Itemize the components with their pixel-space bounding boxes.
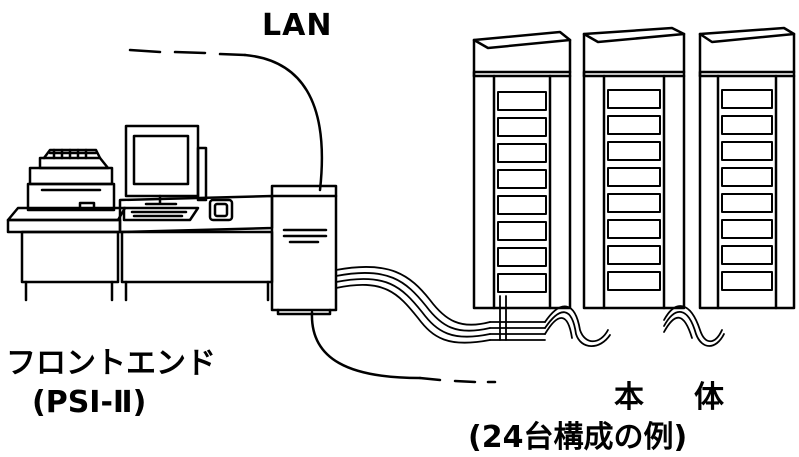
interface-cabinet [270,184,338,316]
lan-cable-bottom [310,310,497,384]
rack-cabinet-1 [472,30,572,310]
rack-cabinet-3 [698,26,796,310]
rack-cabinet-2 [582,26,686,310]
main-unit-subtitle: (24台構成の例) [468,420,688,455]
cable-bundle [335,266,725,348]
lan-label: LAN [262,8,333,43]
frontend-workstation [6,124,274,302]
lan-cable-top [128,48,324,192]
frontend-subtitle: (PSI-Ⅱ) [32,385,147,420]
main-unit-title: 本 体 [614,380,734,415]
frontend-title: フロントエンド [6,346,216,381]
